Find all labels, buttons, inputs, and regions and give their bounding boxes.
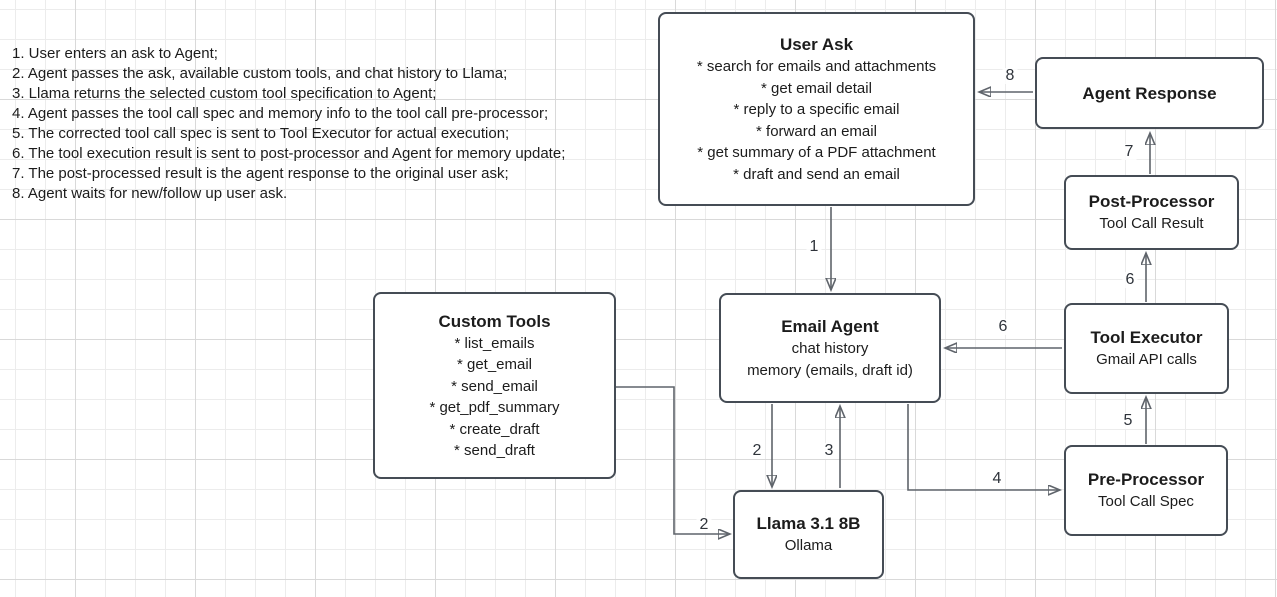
node-post-processor-subtitle: Tool Call Result: [1099, 215, 1204, 233]
node-user-ask-item: * search for emails and attachments: [696, 58, 937, 75]
node-user-ask: User Ask * search for emails and attachm…: [658, 12, 975, 206]
node-llama-subtitle: Ollama: [784, 537, 833, 555]
node-user-ask-item: * get summary of a PDF attachment: [697, 144, 936, 161]
node-custom-tools-item: * get_pdf_summary: [429, 399, 560, 416]
edge-label-2b: 2: [696, 517, 712, 533]
edge-label-6a: 6: [1122, 272, 1138, 288]
node-email-agent-item: chat history: [791, 340, 869, 357]
edge-custom-tools-to-llama: [616, 386, 729, 534]
node-custom-tools-title: Custom Tools: [438, 311, 551, 331]
note-line: 8. Agent waits for new/follow up user as…: [12, 185, 288, 202]
note-line: 5. The corrected tool call spec is sent …: [12, 125, 510, 142]
edge-label-4: 4: [989, 471, 1005, 487]
node-pre-processor: Pre-Processor Tool Call Spec: [1064, 445, 1228, 536]
edge-label-6b: 6: [995, 319, 1011, 335]
node-llama-title: Llama 3.1 8B: [756, 514, 861, 534]
node-tool-executor: Tool Executor Gmail API calls: [1064, 303, 1229, 394]
note-line: 6. The tool execution result is sent to …: [12, 145, 566, 162]
node-llama: Llama 3.1 8B Ollama: [733, 490, 884, 579]
node-post-processor-title: Post-Processor: [1088, 192, 1215, 212]
edge-label-3: 3: [821, 443, 837, 459]
node-email-agent: Email Agent chat history memory (emails,…: [719, 293, 941, 403]
node-custom-tools-item: * create_draft: [449, 420, 540, 438]
node-custom-tools: Custom Tools * list_emails * get_email *…: [373, 292, 616, 479]
edge-label-2a: 2: [749, 443, 765, 459]
step-notes: 1. User enters an ask to Agent; 2. Agent…: [12, 44, 565, 204]
node-pre-processor-title: Pre-Processor: [1087, 470, 1205, 490]
node-tool-executor-title: Tool Executor: [1090, 328, 1203, 348]
note-line: 3. Llama returns the selected custom too…: [12, 85, 437, 102]
edge-label-1: 1: [806, 239, 822, 255]
edge-email-agent-to-pre-processor: [907, 404, 1059, 490]
node-custom-tools-item: * get_email: [456, 356, 533, 373]
edge-label-8: 8: [1002, 68, 1018, 84]
node-tool-executor-subtitle: Gmail API calls: [1096, 351, 1197, 369]
node-user-ask-item: * get email detail: [761, 79, 872, 97]
node-user-ask-title: User Ask: [779, 35, 854, 54]
edge-label-5: 5: [1120, 413, 1136, 429]
node-email-agent-item: memory (emails, draft id): [747, 361, 913, 379]
note-line: 2. Agent passes the ask, available custo…: [12, 65, 508, 82]
node-user-ask-item: * forward an email: [756, 122, 877, 140]
node-user-ask-item: * reply to a specific email: [733, 101, 900, 118]
node-email-agent-title: Email Agent: [781, 317, 879, 336]
node-post-processor: Post-Processor Tool Call Result: [1064, 175, 1239, 250]
note-line: 7. The post-processed result is the agen…: [12, 165, 509, 182]
node-custom-tools-item: * list_emails: [454, 334, 535, 352]
node-custom-tools-item: * send_email: [451, 377, 538, 395]
node-agent-response: Agent Response: [1035, 57, 1264, 129]
note-line: 4. Agent passes the tool call spec and m…: [12, 105, 549, 122]
edge-label-7: 7: [1121, 144, 1137, 160]
node-user-ask-item: * draft and send an email: [733, 165, 900, 183]
note-line: 1. User enters an ask to Agent;: [12, 45, 218, 62]
node-pre-processor-subtitle: Tool Call Spec: [1098, 493, 1194, 511]
node-custom-tools-item: * send_draft: [454, 442, 535, 459]
node-agent-response-title: Agent Response: [1082, 83, 1217, 103]
